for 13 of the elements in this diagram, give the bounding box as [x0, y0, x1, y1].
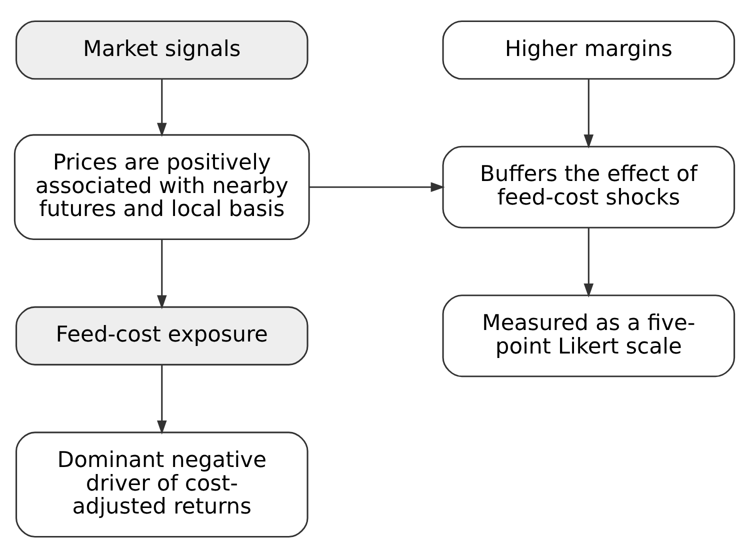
arrow: [584, 227, 594, 298]
node-box: Feed-cost exposure: [16, 306, 308, 365]
node-box: Prices are positively associated with nearby futures and local basis: [14, 134, 310, 240]
node-box: Dominant negative driver of cost-adjusted returns: [16, 431, 308, 538]
arrow: [156, 78, 167, 136]
arrow: [156, 364, 167, 434]
arrow: [309, 182, 445, 192]
node-box: Higher margins: [442, 20, 736, 80]
node-box: Market signals: [16, 20, 308, 80]
arrow: [584, 78, 594, 148]
arrow: [156, 239, 167, 309]
node-box: Measured as a five-point Likert scale: [442, 294, 736, 377]
node-box: Buffers the effect of feed-cost shocks: [442, 145, 736, 228]
